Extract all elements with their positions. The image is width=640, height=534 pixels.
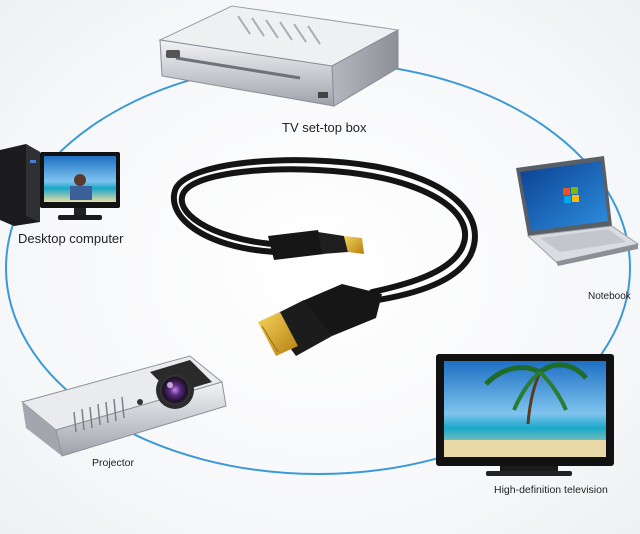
projector-illustration [20, 355, 227, 457]
label-set-top-box: TV set-top box [282, 120, 367, 135]
displayport-connector-lower [258, 284, 382, 356]
hdtv-illustration [436, 354, 614, 476]
label-hdtv: High-definition television [494, 484, 608, 496]
desktop-computer-illustration [0, 144, 120, 226]
set-top-box-illustration [158, 5, 400, 107]
displayport-cable-illustration [171, 157, 478, 303]
label-projector: Projector [92, 457, 135, 469]
displayport-connector-upper [268, 230, 364, 260]
notebook-illustration [516, 156, 640, 266]
label-notebook: Notebook [588, 291, 631, 302]
label-desktop-computer: Desktop computer [18, 231, 124, 246]
